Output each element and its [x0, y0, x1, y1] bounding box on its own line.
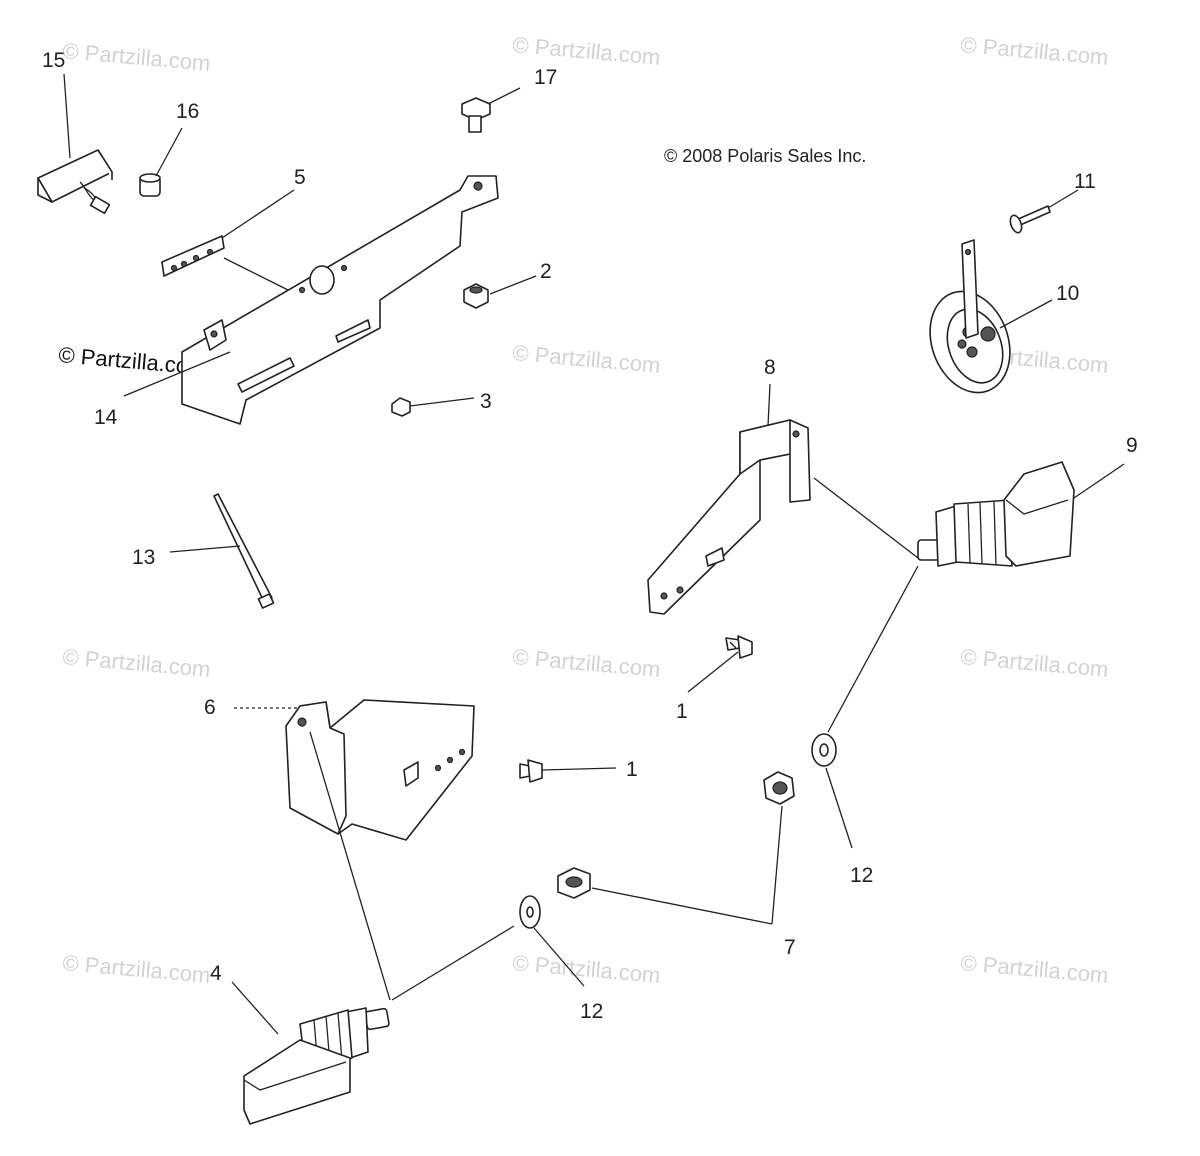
part-15-tail-light: [37, 149, 113, 215]
copyright-notice: © 2008 Polaris Sales Inc.: [664, 146, 866, 166]
callout-14: 14: [94, 406, 118, 429]
part-17-bolt: [461, 97, 491, 133]
part-4-turn-signal: [243, 1007, 390, 1125]
part-5-plate: [161, 235, 225, 277]
callout-labels: 15 16 5 17 2 3 14 13 11 10 8 9 1 6 1 12 …: [42, 49, 1138, 1023]
callout-2: 2: [540, 260, 552, 283]
part-10-horn: [929, 239, 1011, 394]
callout-8: 8: [764, 356, 776, 379]
part-3-nut: [391, 397, 411, 417]
callout-12: 12: [580, 1000, 603, 1023]
callout-3: 3: [480, 390, 492, 413]
watermark: © Partzilla.com: [512, 644, 662, 682]
part-2-nut: [463, 283, 489, 309]
watermark: © Partzilla.com: [960, 32, 1110, 70]
part-13-zip-tie: [213, 493, 275, 609]
part-1-screw: [519, 759, 543, 783]
callout-1: 1: [626, 758, 638, 781]
callout-4: 4: [210, 962, 222, 985]
watermark: © Partzilla.com: [62, 38, 212, 76]
callout-1: 1: [676, 700, 688, 723]
watermark: © Partzilla.com: [62, 644, 212, 682]
watermark: © Partzilla.com: [960, 644, 1110, 682]
part-12-washer: [811, 733, 837, 767]
callout-17: 17: [534, 66, 557, 89]
part-16-spacer: [139, 173, 161, 197]
watermark: © Partzilla.com: [512, 340, 662, 378]
callout-9: 9: [1126, 434, 1138, 457]
callout-5: 5: [294, 166, 306, 189]
part-14-bracket: [181, 175, 499, 425]
callout-10: 10: [1056, 282, 1079, 305]
part-11-screw: [1009, 205, 1051, 234]
callout-12: 12: [850, 864, 873, 887]
callout-16: 16: [176, 100, 199, 123]
part-7-nut: [763, 771, 795, 805]
callout-15: 15: [42, 49, 65, 72]
part-8-bracket: [647, 419, 811, 615]
callout-7: 7: [784, 936, 796, 959]
watermark: © Partzilla.com: [960, 950, 1110, 988]
callout-6: 6: [204, 696, 216, 719]
watermark: © Partzilla.com: [62, 950, 212, 988]
callout-13: 13: [132, 546, 155, 569]
part-6-bracket: [285, 699, 475, 841]
part-9-turn-signal: [917, 461, 1075, 567]
part-12-washer: [519, 895, 541, 929]
watermark: © Partzilla.com: [512, 32, 662, 70]
part-1-screw: [725, 635, 753, 659]
part-7-nut: [557, 867, 591, 899]
callout-11: 11: [1074, 170, 1096, 193]
leader-lines: [63, 73, 1125, 1035]
watermark: © Partzilla.com: [512, 950, 662, 988]
